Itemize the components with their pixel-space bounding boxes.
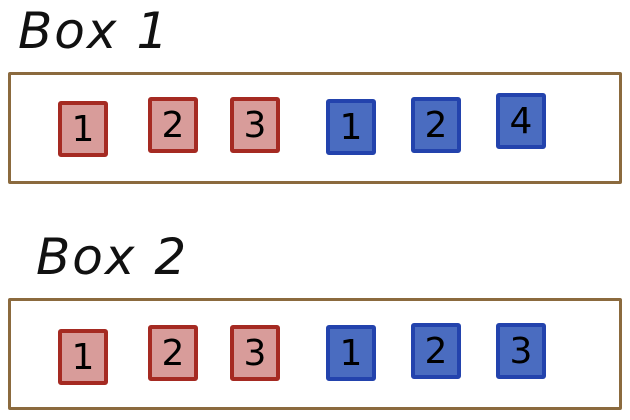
blue-tile: 4 bbox=[496, 93, 546, 149]
red-tile: 2 bbox=[148, 325, 198, 381]
red-tile: 1 bbox=[58, 101, 108, 157]
box-2: 1 2 3 1 2 3 bbox=[8, 298, 622, 410]
red-tile: 3 bbox=[230, 97, 280, 153]
blue-tile: 1 bbox=[326, 99, 376, 155]
blue-tile: 2 bbox=[411, 97, 461, 153]
red-tile: 2 bbox=[148, 97, 198, 153]
box-2-title: Box 2 bbox=[36, 228, 189, 286]
box-1-title: Box 1 bbox=[18, 2, 171, 60]
red-tile: 1 bbox=[58, 329, 108, 385]
red-tile: 3 bbox=[230, 325, 280, 381]
blue-tile: 1 bbox=[326, 325, 376, 381]
blue-tile: 2 bbox=[411, 323, 461, 379]
blue-tile: 3 bbox=[496, 323, 546, 379]
box-1: 1 2 3 1 2 4 bbox=[8, 72, 622, 184]
